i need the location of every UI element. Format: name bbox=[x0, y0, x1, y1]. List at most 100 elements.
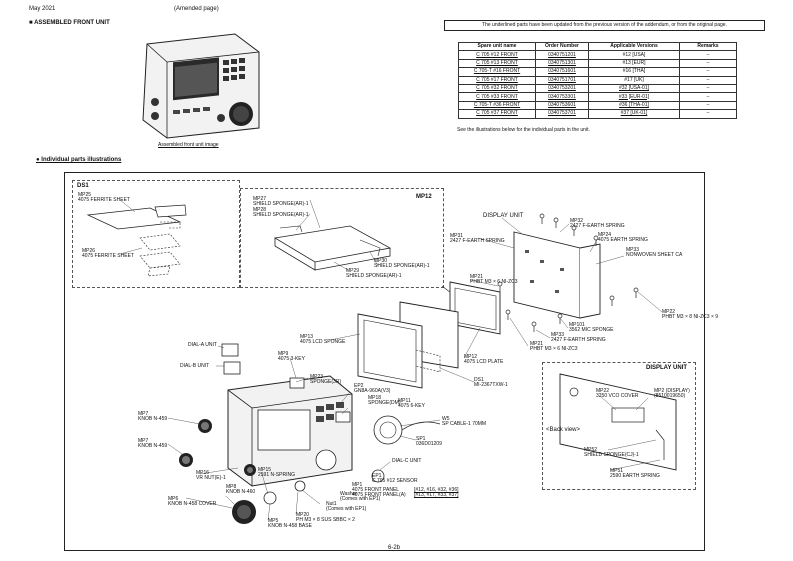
label-mp7-b-desc: KNOB N-459 bbox=[138, 443, 168, 449]
label-mp15-desc: 2591 N-SPRING bbox=[258, 472, 295, 478]
label-dial-a-unit: DIAL-A UNIT bbox=[188, 342, 217, 348]
label-nut1: Nut1 bbox=[326, 501, 337, 507]
update-notice: The underlined parts have been updated f… bbox=[444, 20, 765, 31]
label-mp1-desc: 4075 FRONT PANEL bbox=[352, 487, 400, 493]
label-mp18: MP18 bbox=[368, 395, 382, 401]
label-mp5-desc: KNOB N-458 BASE bbox=[268, 523, 312, 529]
label-sp1: SP1 bbox=[416, 436, 426, 442]
label-mp52-desc: SHIELD SPONGE(CJ)-1 bbox=[584, 452, 639, 458]
label-washer: Washer bbox=[340, 491, 358, 497]
label-nut1-desc: (Comes with EP1) bbox=[326, 506, 367, 512]
label-mp26: MP26 bbox=[82, 248, 96, 254]
label-mp22: MP22 bbox=[662, 309, 676, 315]
label-mp13: MP13 bbox=[300, 334, 314, 340]
label-mp16: MP16 bbox=[196, 470, 210, 476]
individual-parts-title: ● Individual parts illustrations bbox=[36, 157, 122, 163]
label-mp1-versions-2: [#13, #17, #33, #37] bbox=[414, 492, 459, 498]
label-mp7-a-desc: KNOB N-459 bbox=[138, 416, 168, 422]
label-mp18-desc: SPONGE(DM) bbox=[368, 400, 401, 406]
mp12-detail-box bbox=[240, 188, 444, 288]
label-mp1-desc-2: 4075 FRONT PANEL(A) bbox=[352, 492, 406, 498]
page-date: May 2021 bbox=[29, 6, 56, 12]
label-mp33: MP33 bbox=[626, 247, 640, 253]
label-ep2: EP2 bbox=[354, 383, 364, 389]
label-mp6-desc: KNOB N-458 COVER bbox=[168, 501, 217, 507]
label-mp22-desc: PHBT M3 × 8 NI-ZC3 × 9 bbox=[662, 314, 719, 320]
table-header-row: Spare unit name Order Number Applicable … bbox=[458, 41, 737, 52]
label-dial-b-unit: DIAL-B UNIT bbox=[180, 363, 210, 369]
display-unit-detail-box bbox=[542, 362, 696, 490]
label-mp51-desc: 2590 EARTH SPRING bbox=[610, 473, 660, 479]
label-mp29-desc: SHIELD SPONGE(AR)-1 bbox=[346, 273, 402, 279]
label-mp31: MP31 bbox=[450, 233, 464, 239]
label-mp15: MP15 bbox=[258, 467, 272, 473]
label-mp9-desc: 4075 3-KEY bbox=[278, 356, 305, 362]
label-mp22-vco-desc: 3250 VCO COVER bbox=[596, 393, 639, 399]
front-unit-image bbox=[137, 32, 263, 140]
label-mp8: MP8 bbox=[226, 484, 237, 490]
label-mp7-a: MP7 bbox=[138, 411, 149, 417]
label-mp33-b: MP33 bbox=[551, 332, 565, 338]
label-mp12-plate-desc: 4075 LCD PLATE bbox=[464, 359, 504, 365]
label-mp12-plate: MP12 bbox=[464, 354, 478, 360]
label-mp24: MP24 bbox=[598, 232, 612, 238]
page-number: 6-2b bbox=[388, 545, 401, 551]
label-mp51: MP51 bbox=[610, 468, 624, 474]
label-mp27-desc: SHIELD SPONGE(AR)-1 bbox=[253, 201, 309, 207]
label-mp21-b: MP21 bbox=[530, 341, 544, 347]
table-footnote: See the illustrations below for the indi… bbox=[457, 127, 590, 133]
label-mp23-desc: SPONGE(3R) bbox=[310, 379, 342, 385]
label-mp1-versions: [#12, #16, #32, #36] bbox=[414, 487, 459, 493]
label-mp20: MP20 bbox=[296, 512, 310, 518]
label-mp2-display: MP2 (DISPLAY) bbox=[654, 388, 690, 394]
spare-unit-table: Spare unit name Order Number Applicable … bbox=[458, 41, 737, 119]
label-w5: W5 bbox=[442, 416, 450, 422]
front-unit-caption: Assembled front unit image bbox=[158, 142, 219, 148]
label-mp1: MP1 bbox=[352, 482, 363, 488]
label-display-unit: DISPLAY UNIT bbox=[483, 213, 524, 219]
parts-diagram-frame bbox=[64, 172, 705, 551]
label-w5-desc: SP CABLE-1 70MM bbox=[442, 421, 487, 427]
label-mp6: MP6 bbox=[168, 496, 179, 502]
label-mp33-desc: NONWOVEN SHEET CA bbox=[626, 252, 683, 258]
display-unit-box-title: DISPLAY UNIT bbox=[646, 365, 688, 371]
amended-note: (Amended page) bbox=[174, 6, 219, 12]
label-ep2-desc: GN8A-960A(V3) bbox=[354, 388, 391, 394]
label-ds1: DS1 bbox=[474, 377, 484, 383]
ds1-box-title: DS1 bbox=[77, 183, 89, 189]
label-mp13-desc: 4075 LCD SPONGE bbox=[300, 339, 346, 345]
label-mp22-vco: MP22 bbox=[596, 388, 610, 394]
label-washer-desc: (Comes with EP1) bbox=[340, 496, 381, 502]
label-mp7-b: MP7 bbox=[138, 438, 149, 444]
label-mp21-b-desc: PHBT M3 × 6 NI-ZC3 bbox=[530, 346, 578, 352]
label-mp30-desc: SHIELD SPONGE(AR)-1 bbox=[374, 263, 430, 269]
label-mp5: MP5 bbox=[268, 518, 279, 524]
label-mp21-a-desc: PHBT M3 × 6 NI-ZC3 bbox=[470, 279, 518, 285]
label-mp52: MP52 bbox=[584, 447, 598, 453]
ds1-detail-box bbox=[72, 180, 240, 288]
label-mp30: MP30 bbox=[374, 258, 388, 264]
label-mp28-desc: SHIELD SPONGE(AR)-1 bbox=[253, 212, 309, 218]
mp12-box-title: MP12 bbox=[416, 194, 432, 200]
label-mp101-desc: 3562 MIC SPONGE bbox=[569, 327, 614, 333]
label-mp29: MP29 bbox=[346, 268, 360, 274]
label-mp32-desc: 2427 F-EARTH SPRING bbox=[570, 223, 625, 229]
label-mp33-b-desc: 2427 F-EARTH SPRING bbox=[551, 337, 606, 343]
label-mp8-desc: KNOB N-460 bbox=[226, 489, 256, 495]
label-dial-c-unit: DIAL-C UNIT bbox=[392, 458, 422, 464]
label-mp9: MP9 bbox=[278, 351, 289, 357]
label-mp31-desc: 2427 F-EARTH SPRING bbox=[450, 238, 505, 244]
label-mp21-a: MP21 bbox=[470, 274, 484, 280]
label-mp32: MP32 bbox=[570, 218, 584, 224]
label-sp1-desc: 036D01209 bbox=[416, 441, 442, 447]
label-mp24-desc: 4075 EARTH SPRING bbox=[598, 237, 648, 243]
label-ep1-desc: C 705 #12 SENSOR bbox=[372, 478, 418, 484]
label-mp26-desc: 4075 FERRITE SHEET bbox=[82, 253, 134, 259]
label-mp27: MP27 bbox=[253, 196, 267, 202]
label-mp25: MP25 bbox=[78, 192, 92, 198]
label-mp11-desc: 4075 6-KEY bbox=[398, 403, 425, 409]
cell-remarks: – bbox=[679, 109, 737, 119]
